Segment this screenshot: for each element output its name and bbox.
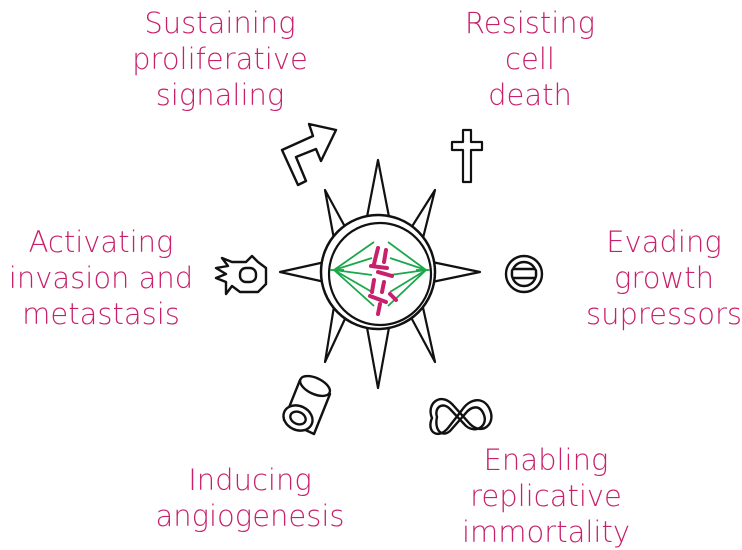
spike-top (364, 158, 392, 224)
label-line: supressors (585, 297, 742, 331)
label-inducing-angiogenesis: Inducing angiogenesis (150, 462, 350, 534)
label-line: invasion and (8, 261, 194, 295)
spike-bottom (364, 320, 392, 390)
invasive-cell-icon (214, 254, 268, 296)
dividing-cell-icon (319, 213, 437, 331)
label-line: immortality (461, 515, 630, 549)
label-line: Resisting (464, 6, 596, 40)
label-line: replicative (470, 479, 622, 513)
label-line: cell (505, 42, 555, 76)
label-line: Enabling (483, 443, 609, 477)
spike-left (278, 260, 327, 284)
bent-arrow-icon (280, 122, 338, 187)
label-proliferative-signaling: Sustaining proliferative signaling (120, 5, 320, 113)
label-resisting-cell-death: Resisting cell death (440, 5, 620, 113)
label-line: proliferative (132, 42, 308, 76)
label-line: growth (614, 261, 714, 295)
label-invasion-metastasis: Activating invasion and metastasis (6, 224, 196, 332)
cross-icon (450, 128, 484, 184)
label-evading-growth-suppressors: Evading growth supressors (576, 224, 742, 332)
label-line: metastasis (22, 297, 180, 331)
infinity-icon (429, 397, 493, 435)
label-line: angiogenesis (155, 499, 345, 533)
vessel-tube-icon (282, 374, 332, 436)
label-line: Activating (28, 225, 174, 259)
label-line: death (488, 78, 572, 112)
label-line: signaling (155, 78, 285, 112)
mitotic-spindle (330, 241, 430, 307)
label-line: Evading (606, 225, 722, 259)
chromosomes (368, 246, 398, 316)
spike-right (430, 260, 482, 284)
label-line: Inducing (188, 463, 312, 497)
label-replicative-immortality: Enabling replicative immortality (446, 442, 646, 550)
no-entry-icon (504, 254, 544, 294)
label-line: Sustaining (144, 6, 296, 40)
